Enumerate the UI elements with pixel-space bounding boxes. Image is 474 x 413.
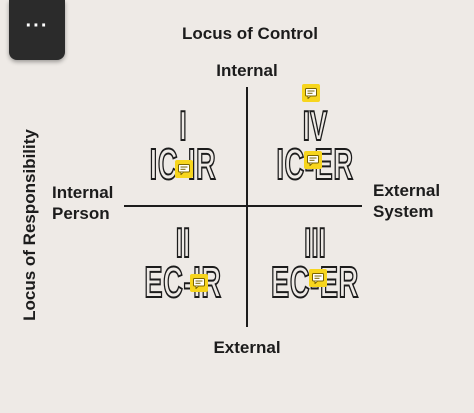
axis-left-line-1: Internal	[52, 183, 114, 202]
more-label: ···	[25, 15, 49, 37]
comment-icon[interactable]	[302, 84, 320, 102]
comment-icon[interactable]	[304, 151, 322, 169]
more-options-button[interactable]: ···	[9, 0, 65, 60]
vertical-axis-line	[246, 87, 248, 327]
diagram-title: Locus of Control	[182, 24, 318, 43]
axis-top-label: Internal	[216, 61, 278, 80]
comment-icon[interactable]	[309, 269, 327, 287]
horizontal-axis-line	[124, 205, 362, 207]
side-title: Locus of Responsibility	[20, 129, 39, 321]
axis-right-label: External System	[373, 180, 440, 222]
quadrant-1-numeral: I	[179, 102, 187, 149]
quadrant-4-numeral: IV	[302, 102, 328, 149]
axis-right-line-2: System	[373, 202, 434, 221]
axis-left-line-2: Person	[52, 204, 110, 223]
quadrant-2-code: EC-IR	[144, 258, 222, 307]
comment-icon[interactable]	[175, 160, 193, 178]
quadrant-2-numeral: II	[175, 219, 191, 266]
axis-right-line-1: External	[373, 181, 441, 200]
quadrant-3-numeral: III	[304, 219, 327, 266]
comment-icon[interactable]	[190, 274, 208, 292]
axis-bottom-label: External	[213, 338, 281, 357]
axis-left-label: Internal Person	[52, 182, 113, 224]
